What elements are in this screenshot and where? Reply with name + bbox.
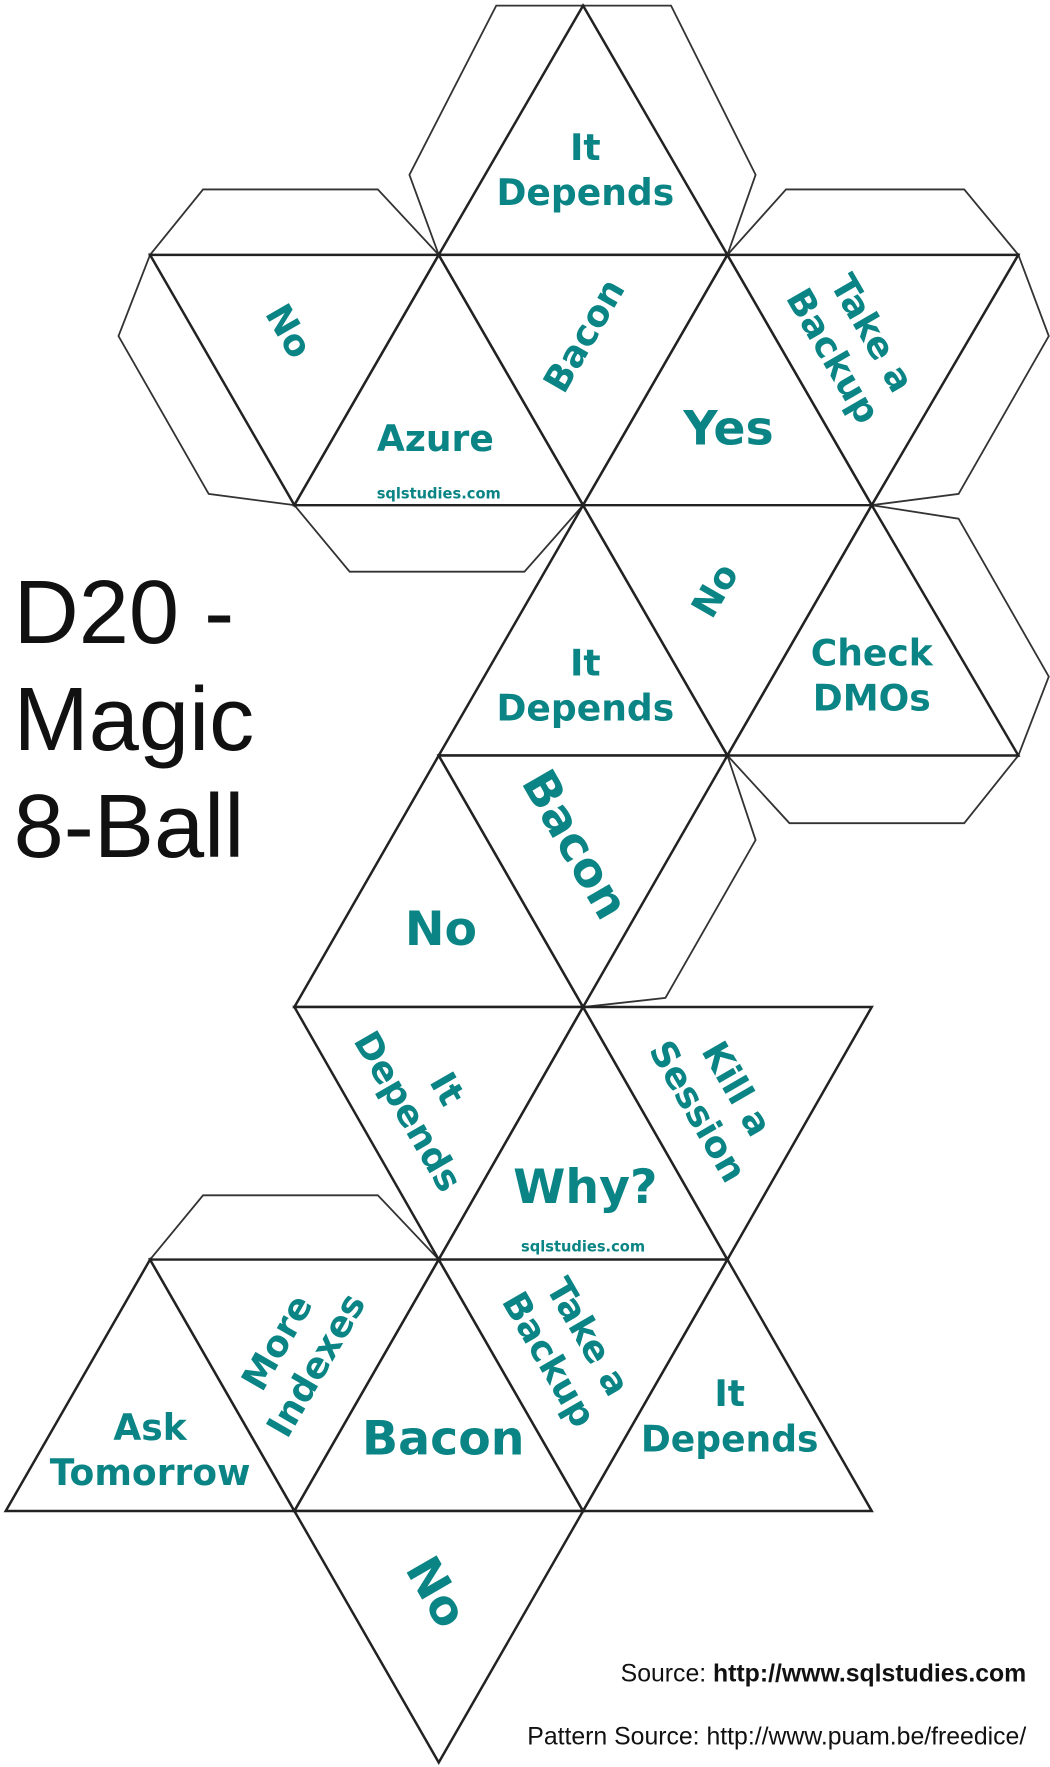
face-label-line: Depends [496,688,674,730]
face-label-line: Why? [513,1160,657,1215]
flap [148,1194,441,1261]
face-label-line: Tomorrow [50,1452,251,1494]
face [580,1005,874,1263]
source-url: http://www.sqlstudies.com [713,1660,1026,1687]
watermark: sqlstudies.com [521,1239,645,1256]
face-label-r1-yes: Yes [682,401,773,456]
face-label-line: Check [811,632,934,674]
pattern-source: Pattern Source: http://www.puam.be/freed… [527,1723,1026,1750]
flap [725,754,1021,825]
face [725,502,1021,757]
face-label-r3-no: No [405,902,477,957]
face-label-line: Ask [113,1407,187,1449]
title-line: D20 - [14,562,235,663]
face-label-line: It [714,1373,745,1415]
source-label: Source: [621,1660,713,1687]
face-label-line: It [570,127,601,169]
face-label-line: It [570,642,601,684]
face [292,1509,586,1765]
face-label-line: DMOs [813,677,931,719]
title: D20 - Magic 8-Ball [14,562,255,877]
face-label-r4-why: Why? [513,1160,657,1215]
watermark: sqlstudies.com [377,485,501,502]
face-label-line: Bacon [362,1412,524,1467]
face-label-line: No [405,902,477,957]
face-label-line: Depends [496,172,674,214]
face-label-line: Depends [641,1418,819,1460]
title-line: 8-Ball [14,776,245,877]
face [725,253,1021,508]
faces [3,3,1021,1765]
source-credit: Source: http://www.sqlstudies.com [621,1660,1027,1687]
glue-flaps [117,4,1050,1261]
face-label-r1-azure: Azure [377,418,494,460]
flap [725,188,1021,256]
face-label-r5-bacon: Bacon [362,1412,524,1467]
title-line: Magic [14,669,255,770]
flap [292,504,586,573]
face-label-line: Azure [377,418,494,460]
face-label-line: Yes [682,401,773,456]
face [436,754,730,1010]
face [580,1257,874,1513]
flap [148,188,441,256]
